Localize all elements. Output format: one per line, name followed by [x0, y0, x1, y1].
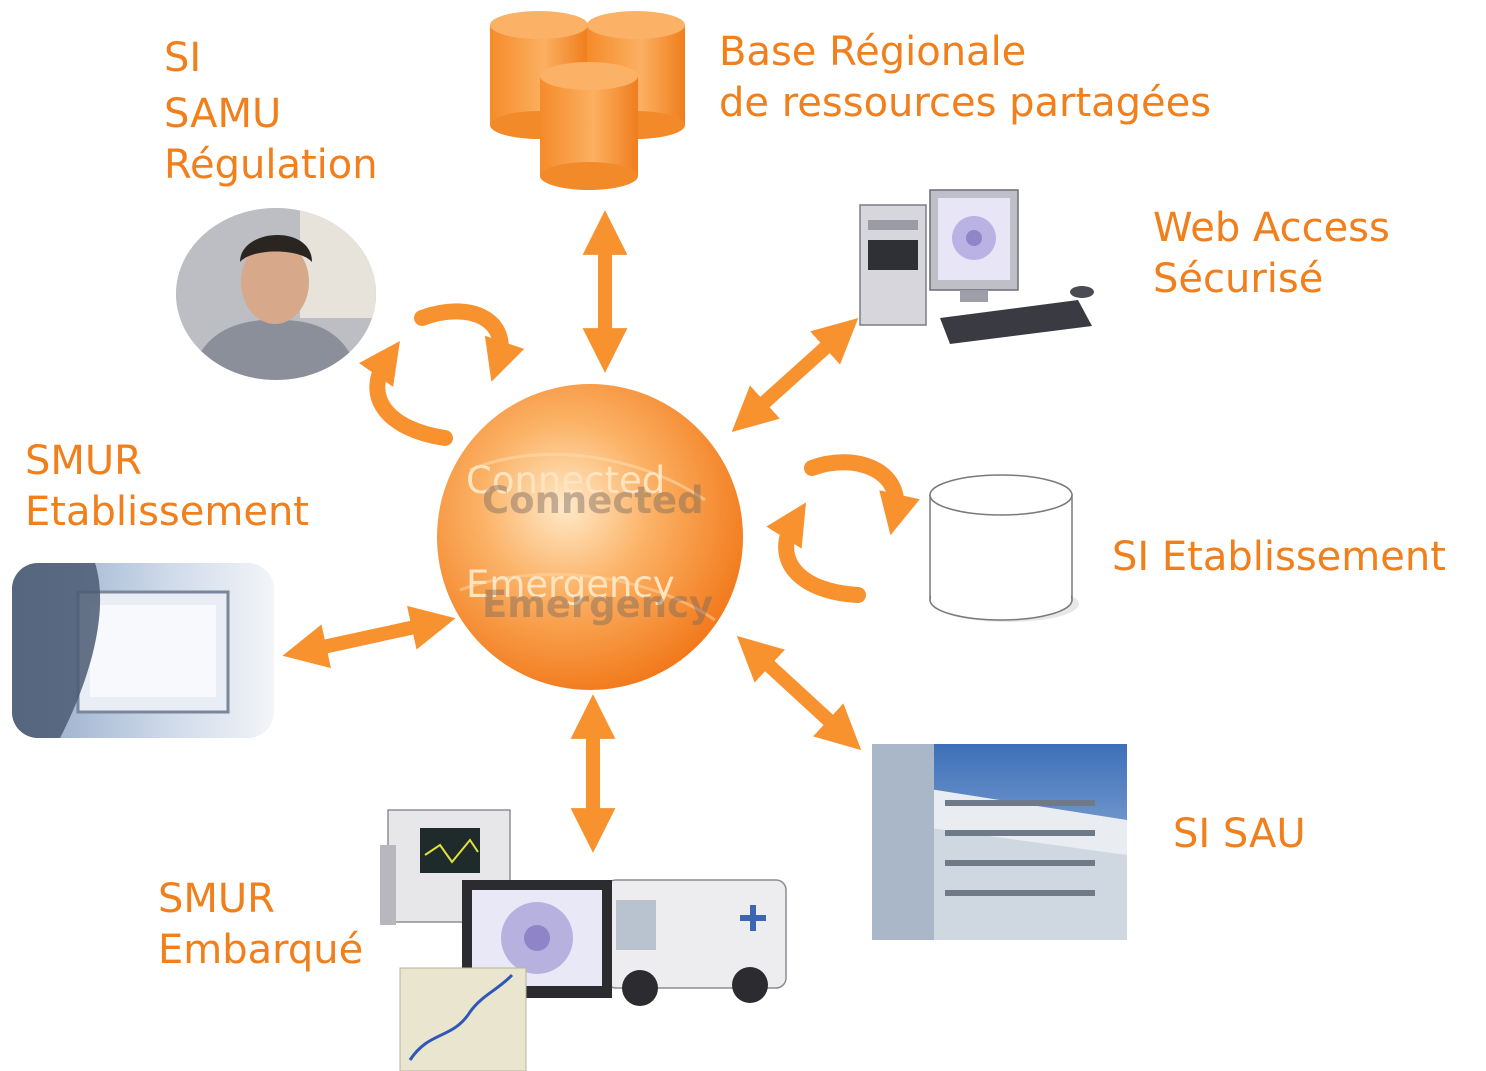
label-si-samu-regulation: SI SAMU Régulation [164, 33, 378, 191]
arrow-smur-etab [282, 605, 456, 669]
hub-line-2: Emergency [466, 563, 675, 606]
label-si-etablissement: SI Etablissement [1112, 532, 1446, 583]
label-line: SMUR [158, 876, 275, 922]
label-line: SI Etablissement [1112, 534, 1446, 580]
cycle-arrows-etablissement [766, 454, 920, 603]
hub-sphere [437, 384, 743, 690]
label-line: SMUR [25, 438, 142, 484]
label-line: Base Régionale [719, 29, 1027, 75]
arrow-web [731, 318, 859, 432]
label-line: Régulation [164, 142, 378, 188]
label-line: Embarqué [158, 927, 364, 973]
database-stack-icon [490, 11, 685, 190]
arrow-sau [736, 635, 862, 751]
label-line: SAMU [164, 91, 282, 137]
label-line: de ressources partagées [719, 80, 1212, 126]
hub-line-2-shadow: Emergency [482, 583, 714, 626]
label-web-access: Web Access Sécurisé [1153, 203, 1390, 305]
hospital-building-photo [872, 744, 1127, 940]
label-line: SI SAU [1173, 811, 1306, 857]
label-line: Web Access [1153, 205, 1390, 251]
onboard-equipment-photo [380, 809, 787, 1071]
label-line: Etablissement [25, 489, 309, 535]
label-smur-embarque: SMUR Embarqué [158, 874, 363, 976]
workstation-photo [12, 563, 274, 738]
desktop-computer-icon [859, 189, 1094, 344]
cycle-arrows-samu [359, 303, 525, 446]
connection-arrows [282, 210, 862, 853]
label-base-regionale: Base Régionale de ressources partagées [719, 27, 1211, 129]
hub-line-1-shadow: Connected [482, 479, 704, 522]
label-si-sau: SI SAU [1173, 809, 1306, 860]
database-icon [929, 474, 1079, 622]
operator-photo [176, 208, 376, 380]
label-smur-etablissement: SMUR Etablissement [25, 436, 309, 538]
hub-line-1: Connected [466, 459, 666, 502]
label-line: Sécurisé [1153, 256, 1324, 302]
label-line: SI [164, 35, 202, 81]
